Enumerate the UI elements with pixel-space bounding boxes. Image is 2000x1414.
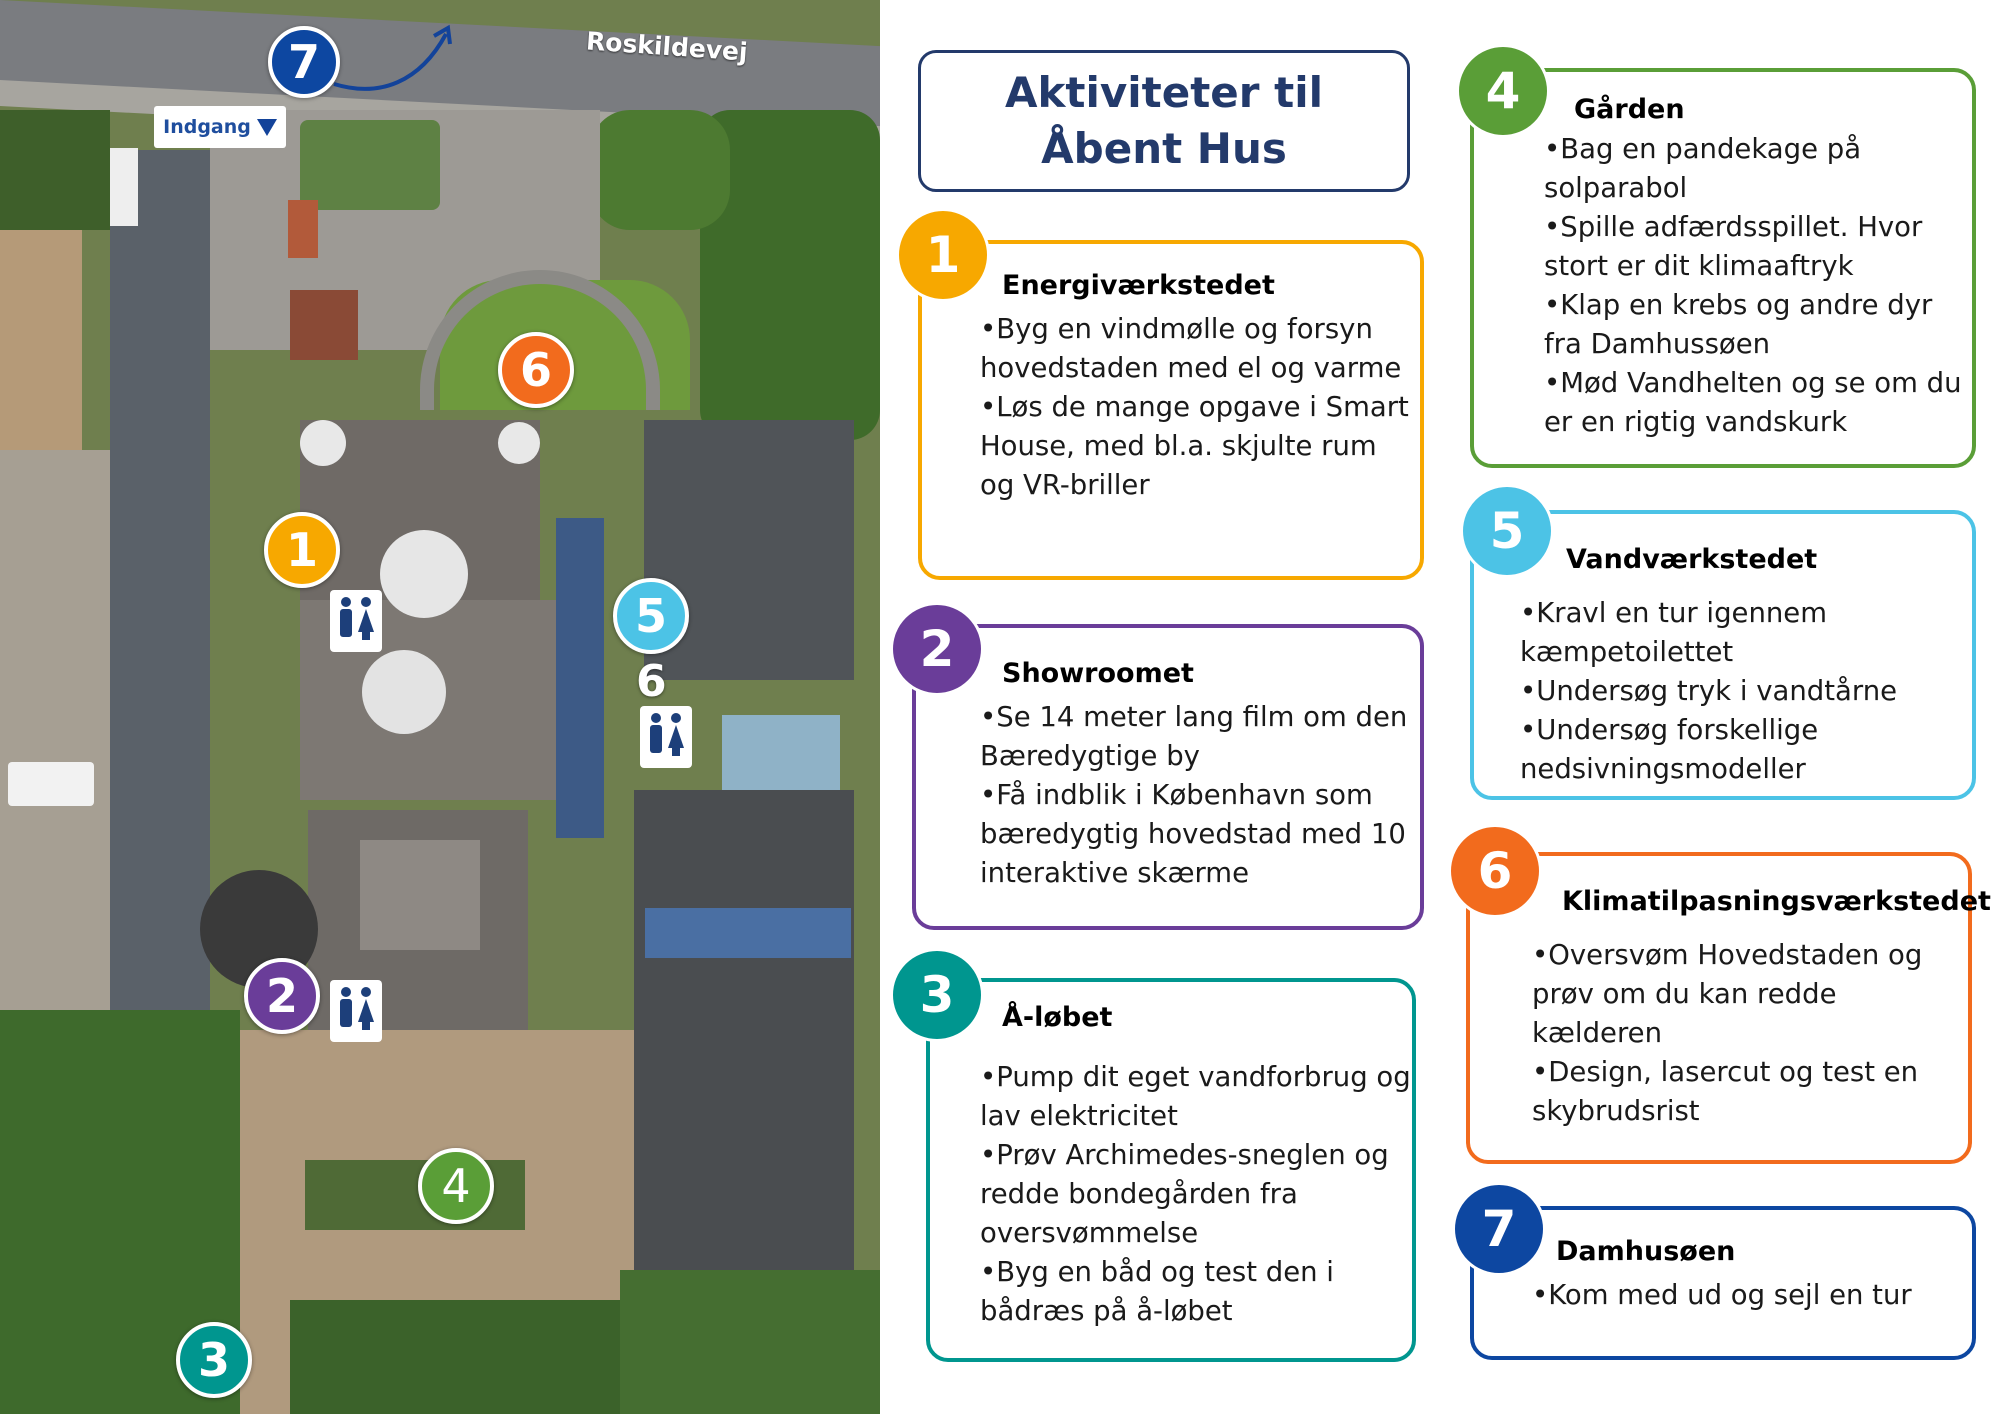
solar-panels	[645, 908, 851, 958]
trees	[0, 110, 110, 230]
card-body: Se 14 meter lang film om den Bæredygtige…	[980, 698, 1410, 893]
card-title: Vandværkstedet	[1566, 544, 1818, 575]
small-house	[290, 290, 358, 360]
toilet-icon	[330, 590, 382, 652]
trees	[290, 1300, 620, 1414]
pin-number: 6	[519, 343, 552, 397]
list-item: Få indblik i København som bæredygtig ho…	[980, 776, 1410, 893]
badge-4: 4	[1456, 44, 1550, 138]
activity-card-6: Klimatilpasningsværkstedet Oversvøm Hove…	[1466, 852, 1991, 1164]
badge-number: 2	[919, 620, 955, 678]
toilet-icon	[330, 980, 382, 1042]
card-body: Oversvøm Hovedstaden og prøv om du kan r…	[1532, 936, 1952, 1131]
list-item: Undersøg forskellige nedsivningsmodeller	[1520, 711, 1960, 789]
badge-number: 4	[1485, 62, 1521, 120]
card-title: Å-løbet	[1002, 1002, 1113, 1033]
entrance-label: Indgang	[154, 106, 286, 148]
badge-6: 6	[1448, 824, 1542, 918]
greenhouse	[722, 715, 840, 793]
trees	[590, 110, 730, 230]
activity-card-1: Energiværkstedet Byg en vindmølle og for…	[918, 240, 1424, 580]
list-item: Design, lasercut og test en skybrudsrist	[1532, 1053, 1952, 1131]
card-title: Damhusøen	[1556, 1236, 1736, 1267]
list-item: Pump dit eget vandforbrug og lav elektri…	[980, 1058, 1412, 1136]
trees	[700, 110, 880, 440]
card-title: Energiværkstedet	[1002, 270, 1275, 301]
activity-card-7: Damhusøen Kom med ud og sejl en tur	[1470, 1206, 1976, 1360]
hedges	[300, 120, 440, 210]
badge-7: 7	[1452, 1182, 1546, 1276]
map-pin-5[interactable]: 5	[613, 578, 689, 654]
map-pin-4[interactable]: 4	[418, 1148, 494, 1224]
list-item: Klap en krebs og andre dyr fra Damhussøe…	[1544, 286, 1964, 364]
activity-card-2: Showroomet Se 14 meter lang film om den …	[912, 624, 1424, 930]
pin-number: 3	[197, 1333, 230, 1387]
inner-roof	[360, 840, 480, 950]
aerial-map: Roskildevej Indgang 7 6 1 5 2 4 3 6	[0, 0, 880, 1414]
trailer	[110, 148, 138, 226]
pin-number: 2	[265, 969, 298, 1023]
list-item: Byg en båd og test den i bådræs på å-løb…	[980, 1253, 1412, 1331]
page-title: Aktiviteter til Åbent Hus	[918, 50, 1410, 192]
badge-number: 7	[1481, 1200, 1517, 1258]
card-body: Kom med ud og sejl en tur	[1532, 1276, 1962, 1315]
map-pin-7[interactable]: 7	[268, 26, 340, 98]
activity-card-5: Vandværkstedet Kravl en tur igennem kæmp…	[1470, 510, 1976, 800]
pin-number: 1	[285, 523, 318, 577]
list-item: Undersøg tryk i vandtårne	[1520, 672, 1960, 711]
list-item: Mød Vandhelten og se om du er en rigtig …	[1544, 364, 1964, 442]
list-item: Se 14 meter lang film om den Bæredygtige…	[980, 698, 1410, 776]
card-title: Gården	[1574, 94, 1685, 125]
title-line-1: Aktiviteter til	[1004, 68, 1323, 117]
toilet-icon	[640, 706, 692, 768]
map-pin-2[interactable]: 2	[244, 958, 320, 1034]
activity-card-3: Å-løbet Pump dit eget vandforbrug og lav…	[926, 978, 1416, 1362]
badge-number: 1	[925, 226, 961, 284]
small-hut	[288, 200, 318, 258]
van	[8, 762, 94, 806]
badge-3: 3	[890, 948, 984, 1042]
badge-2: 2	[890, 602, 984, 696]
badge-number: 6	[1477, 842, 1513, 900]
arrow-down-icon	[256, 118, 277, 136]
list-item: Byg en vindmølle og forsyn hovedstaden m…	[980, 310, 1410, 388]
right-building	[634, 790, 854, 1280]
entrance-text: Indgang	[163, 116, 251, 138]
field	[0, 230, 82, 450]
parking	[0, 450, 110, 1010]
card-title: Showroomet	[1002, 658, 1194, 689]
card-body: Bag en pandekage på solparabol Spille ad…	[1544, 130, 1964, 442]
pin-number: 7	[287, 35, 320, 89]
list-item: Bag en pandekage på solparabol	[1544, 130, 1964, 208]
badge-number: 5	[1489, 502, 1525, 560]
map-label-6: 6	[636, 656, 667, 707]
curved-arrow-icon	[333, 24, 452, 91]
pin-number: 4	[441, 1159, 471, 1213]
badge-1: 1	[896, 208, 990, 302]
dome	[362, 650, 446, 734]
map-pin-1[interactable]: 1	[264, 512, 340, 588]
pin-number: 5	[634, 589, 667, 643]
trees	[620, 1270, 880, 1414]
list-item: Kom med ud og sejl en tur	[1532, 1276, 1962, 1315]
list-item: Prøv Archimedes-sneglen og redde bondegå…	[980, 1136, 1412, 1253]
title-line-2: Åbent Hus	[1041, 124, 1287, 173]
activity-card-4: Gården Bag en pandekage på solparabol Sp…	[1470, 68, 1976, 468]
map-pin-6[interactable]: 6	[498, 332, 574, 408]
list-item: Oversvøm Hovedstaden og prøv om du kan r…	[1532, 936, 1952, 1053]
card-body: Pump dit eget vandforbrug og lav elektri…	[980, 1058, 1412, 1331]
map-pin-3[interactable]: 3	[176, 1322, 252, 1398]
list-item: Løs de mange opgave i Smart House, med b…	[980, 388, 1410, 505]
list-item: Kravl en tur igennem kæmpetoilettet	[1520, 594, 1960, 672]
dome	[498, 422, 540, 464]
badge-5: 5	[1460, 484, 1554, 578]
solar-panels	[556, 518, 604, 838]
card-body: Kravl en tur igennem kæmpetoilettet Unde…	[1520, 594, 1960, 789]
badge-number: 3	[919, 966, 955, 1024]
dome	[380, 530, 468, 618]
card-title: Klimatilpasningsværkstedet	[1562, 886, 1991, 917]
dome	[300, 420, 346, 466]
card-body: Byg en vindmølle og forsyn hovedstaden m…	[980, 310, 1410, 505]
list-item: Spille adfærdsspillet. Hvor stort er dit…	[1544, 208, 1964, 286]
